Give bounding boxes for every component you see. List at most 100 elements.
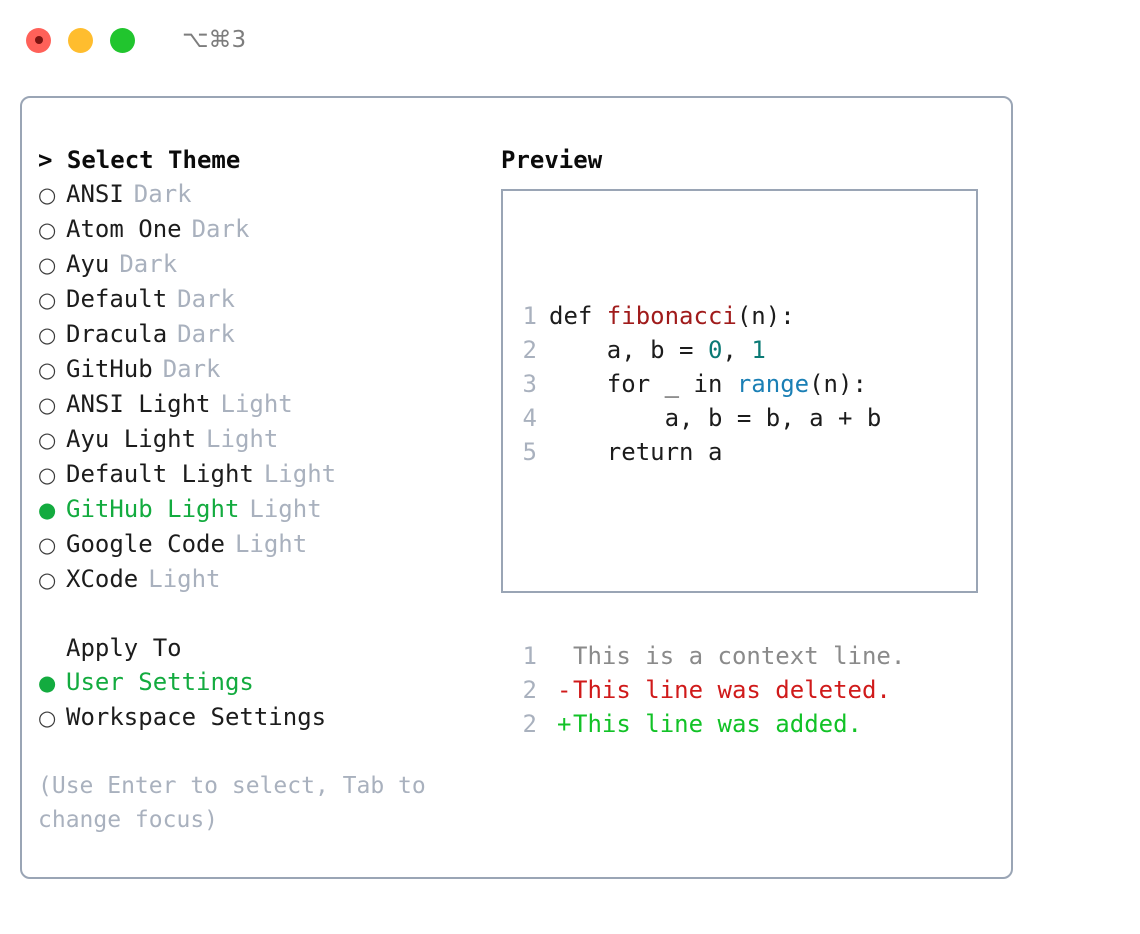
theme-option-ayu[interactable]: ○ Ayu Dark xyxy=(38,247,478,282)
diff-line-context: 1 This is a context line. xyxy=(521,639,906,673)
theme-option-variant: Dark xyxy=(133,180,192,208)
theme-option-variant: Dark xyxy=(191,215,250,243)
close-button[interactable] xyxy=(26,27,51,53)
title-bar: ⌥⌘3 xyxy=(0,0,1140,80)
line-number: 5 xyxy=(522,438,537,466)
code-token-num: 0 xyxy=(707,336,723,364)
select-theme-heading: > Select Theme xyxy=(38,146,241,174)
window-controls xyxy=(26,27,135,53)
code-line: 5 return a xyxy=(521,435,905,469)
theme-option-label: Atom One xyxy=(66,215,182,243)
theme-option-label: Ayu Light xyxy=(66,425,197,453)
code-line: 3 for _ in range(n): xyxy=(521,367,905,401)
theme-option-github[interactable]: ○ GitHub Dark xyxy=(38,352,478,387)
radio-unselected-icon: ○ xyxy=(38,288,57,312)
diff-line-number: 2 xyxy=(522,676,537,704)
code-token-plain: a, b = b, a + b xyxy=(549,404,882,432)
radio-unselected-icon: ○ xyxy=(38,428,57,452)
code-line: 4 a, b = b, a + b xyxy=(521,401,905,435)
radio-unselected-icon: ○ xyxy=(38,463,57,487)
theme-option-default[interactable]: ○ Default Dark xyxy=(38,282,478,317)
code-token-plain: for _ in xyxy=(549,370,737,398)
theme-option-label: ANSI Light xyxy=(66,390,211,418)
code-line: 1 def fibonacci(n): xyxy=(521,299,905,333)
theme-option-github-light[interactable]: ● GitHub Light Light xyxy=(38,492,478,527)
diff-line-text: This line was deleted. xyxy=(573,676,891,704)
theme-option-variant: Dark xyxy=(177,285,235,313)
radio-unselected-icon: ○ xyxy=(38,183,57,207)
theme-option-variant: Light xyxy=(234,530,308,558)
theme-option-variant: Dark xyxy=(119,250,178,278)
line-number: 3 xyxy=(522,370,537,398)
code-token-func: fibonacci xyxy=(606,302,737,330)
theme-option-xcode[interactable]: ○ XCode Light xyxy=(38,562,478,597)
theme-option-label: XCode xyxy=(66,565,139,593)
diff-sample: 1 This is a context line.2-This line was… xyxy=(521,639,906,741)
line-number: 4 xyxy=(522,404,537,432)
theme-option-label: Default xyxy=(66,285,168,313)
code-line: 2 a, b = 0, 1 xyxy=(521,333,905,367)
radio-unselected-icon: ○ xyxy=(38,393,57,417)
theme-option-label: Ayu xyxy=(66,250,110,278)
theme-option-label: GitHub xyxy=(66,355,153,383)
code-token-num: 1 xyxy=(751,336,766,364)
radio-unselected-icon: ○ xyxy=(38,358,57,382)
diff-line-text: This line was added. xyxy=(573,710,862,738)
diff-line-number: 2 xyxy=(522,710,537,738)
apply-to-option-workspace-settings[interactable]: ○ Workspace Settings xyxy=(38,700,478,735)
line-number: 1 xyxy=(522,302,537,330)
diff-marker: - xyxy=(557,676,572,704)
theme-option-variant: Dark xyxy=(162,355,221,383)
radio-unselected-icon: ○ xyxy=(38,568,57,592)
code-token-plain: def xyxy=(549,302,607,330)
radio-unselected-icon: ○ xyxy=(38,218,57,242)
diff-marker xyxy=(549,639,573,673)
theme-option-variant: Light xyxy=(148,565,221,593)
radio-selected-icon: ● xyxy=(38,498,57,522)
radio-unselected-icon: ○ xyxy=(38,533,57,557)
apply-to-option-user-settings[interactable]: ●User Settings xyxy=(38,665,478,700)
diff-marker: + xyxy=(557,710,572,738)
code-token-builtin: range xyxy=(736,370,810,398)
theme-option-variant: Light xyxy=(249,495,322,523)
line-number: 2 xyxy=(522,336,537,364)
apply-to-option-label: Workspace Settings xyxy=(66,703,327,731)
apply-to-option-label: User Settings xyxy=(66,668,254,696)
code-diff-gap xyxy=(521,537,905,571)
theme-option-ansi-light[interactable]: ○ ANSI Light Light xyxy=(38,387,478,422)
apply-to-heading: Apply To xyxy=(66,634,182,662)
diff-line-number: 1 xyxy=(522,642,537,670)
keyboard-hint-text: (Use Enter to select, Tab to change focu… xyxy=(38,773,426,833)
code-token-plain: return a xyxy=(549,438,723,466)
theme-option-ayu-light[interactable]: ○ Ayu Light Light xyxy=(38,422,478,457)
radio-unselected-icon: ○ xyxy=(38,706,57,730)
diff-line-add: 2 +This line was added. xyxy=(521,707,905,741)
code-token-plain: , xyxy=(722,336,752,364)
radio-unselected-icon: ○ xyxy=(38,253,57,277)
preview-heading: Preview xyxy=(501,146,603,174)
list-spacer xyxy=(38,597,478,631)
keyboard-shortcut-label: ⌥⌘3 xyxy=(182,27,247,53)
theme-option-label: Dracula xyxy=(66,320,168,348)
theme-option-variant: Light xyxy=(206,425,279,453)
diff-line-del: 2-This line was deleted. xyxy=(521,673,905,707)
maximize-button[interactable] xyxy=(110,27,135,53)
theme-option-atom-one[interactable]: ○ Atom One Dark xyxy=(38,212,478,247)
code-token-plain: (n): xyxy=(736,302,795,330)
theme-option-variant: Light xyxy=(220,390,293,418)
theme-option-label: GitHub Light xyxy=(66,495,240,523)
minimize-button[interactable] xyxy=(68,27,93,53)
apply-to-list[interactable]: ●User Settings ○ Workspace Settings xyxy=(38,665,478,735)
diff-line-text: This is a context line. xyxy=(573,642,906,670)
